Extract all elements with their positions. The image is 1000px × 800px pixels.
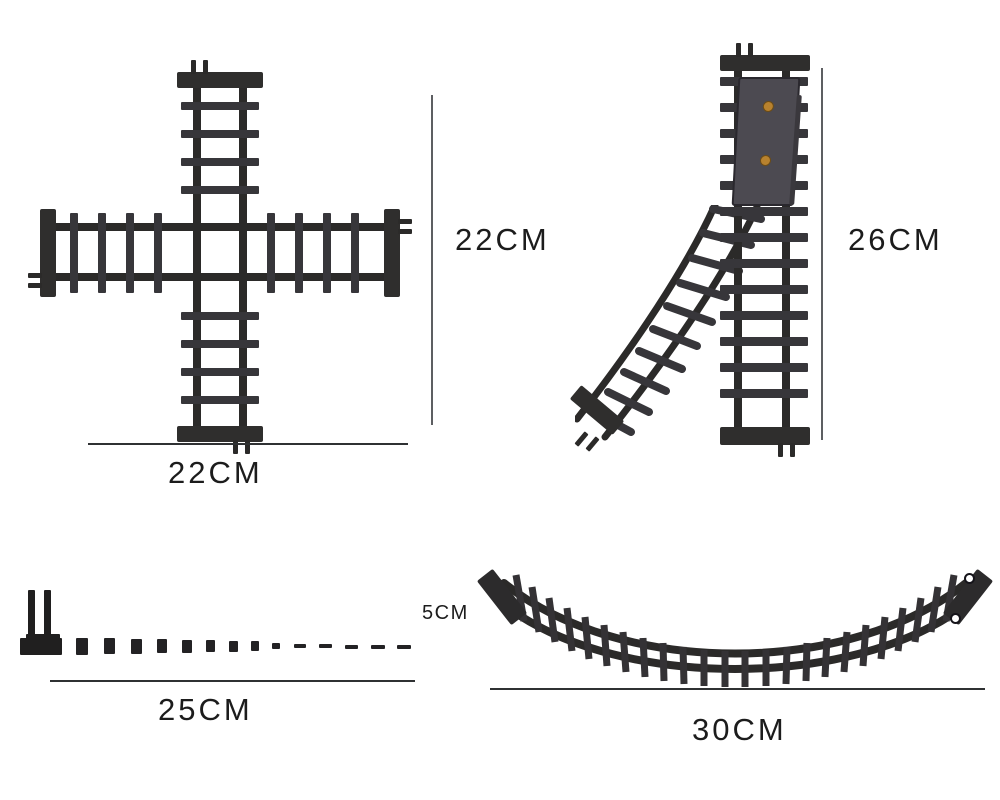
sleeper xyxy=(181,368,259,376)
dimension-line-straight-length xyxy=(50,680,415,682)
cross-track-intersection xyxy=(177,209,263,297)
sleeper xyxy=(720,207,808,216)
sleeper xyxy=(720,389,808,398)
rail xyxy=(500,579,970,658)
sleeper xyxy=(294,644,306,648)
sleeper xyxy=(720,259,808,268)
connector-pin xyxy=(778,443,783,457)
cross-track xyxy=(28,60,412,454)
sleeper xyxy=(319,644,332,648)
sleeper xyxy=(720,233,808,242)
connector-endplate-top xyxy=(720,55,810,71)
sleeper xyxy=(720,363,808,372)
connector-pin xyxy=(203,60,208,74)
connector-pin xyxy=(245,440,250,454)
sleeper xyxy=(345,645,358,649)
dimension-line-cross-height xyxy=(431,95,433,425)
sleeper xyxy=(351,213,359,293)
sleeper xyxy=(323,213,331,293)
track-post xyxy=(44,590,51,638)
sleeper xyxy=(98,213,106,293)
sleeper xyxy=(76,638,88,655)
sleeper-group xyxy=(512,574,958,687)
sleeper xyxy=(397,645,411,649)
dimension-label-cross-width: 22CM xyxy=(168,455,263,490)
sleeper xyxy=(181,312,259,320)
sleeper xyxy=(70,213,78,293)
rail xyxy=(193,209,201,297)
sleeper xyxy=(181,186,259,194)
sleeper xyxy=(182,640,192,653)
connector-pin xyxy=(233,440,238,454)
sleeper xyxy=(181,340,259,348)
sleeper xyxy=(181,102,259,110)
dimension-label-curve-length: 30CM xyxy=(692,712,787,747)
rail xyxy=(734,61,742,439)
track-post xyxy=(28,590,35,638)
screw-hole xyxy=(964,573,975,584)
connector-pin xyxy=(736,43,741,57)
screw-hole xyxy=(950,613,961,624)
curved-track xyxy=(476,565,994,690)
straight-track-edge-view xyxy=(18,590,418,675)
sleeper xyxy=(229,641,238,652)
sleeper xyxy=(720,311,808,320)
dimension-line-curve-length xyxy=(490,688,985,690)
sleeper xyxy=(206,640,215,652)
dimension-label-cross-height: 22CM xyxy=(455,222,550,257)
sleeper xyxy=(126,213,134,293)
dimension-label-switch-height: 26CM xyxy=(848,222,943,257)
rail xyxy=(177,273,263,281)
sleeper xyxy=(295,213,303,293)
screw-icon xyxy=(759,155,772,166)
rail xyxy=(782,61,790,439)
sleeper xyxy=(267,213,275,293)
connector-pin xyxy=(748,43,753,57)
connector-endplate-right xyxy=(384,209,400,297)
dimension-line-switch-height xyxy=(821,68,823,440)
connector-pin xyxy=(28,273,42,278)
dimension-line-cross-width xyxy=(88,443,408,445)
connector-pin xyxy=(398,219,412,224)
sleeper xyxy=(181,396,259,404)
sleeper xyxy=(181,130,259,138)
connector-pin xyxy=(28,283,42,288)
sleeper xyxy=(720,285,808,294)
sleeper xyxy=(272,643,280,649)
rail xyxy=(506,605,964,673)
sleeper xyxy=(157,639,167,653)
sleeper xyxy=(154,213,162,293)
rail xyxy=(575,205,719,423)
screw-icon xyxy=(762,101,775,112)
connector-endplate xyxy=(20,638,62,655)
sleeper-group xyxy=(588,205,765,436)
sleeper xyxy=(720,337,808,346)
sleeper xyxy=(104,638,115,654)
connector-pin xyxy=(398,229,412,234)
switch-turnout-track xyxy=(569,43,825,457)
rail xyxy=(239,209,247,297)
connector-pin xyxy=(790,443,795,457)
connector-endplate-bottom xyxy=(720,427,810,445)
connector-endplate-top xyxy=(177,72,263,88)
dimension-label-straight-length: 25CM xyxy=(158,692,253,727)
dimension-label-straight-width: 5CM xyxy=(422,602,469,624)
sleeper xyxy=(371,645,385,649)
rail xyxy=(177,223,263,231)
connector-endplate-left xyxy=(40,209,56,297)
rail xyxy=(26,634,60,639)
sleeper xyxy=(131,639,142,654)
sleeper xyxy=(181,158,259,166)
sleeper xyxy=(251,641,259,651)
connector-endplate-bottom xyxy=(177,426,263,442)
connector-pin xyxy=(191,60,196,74)
